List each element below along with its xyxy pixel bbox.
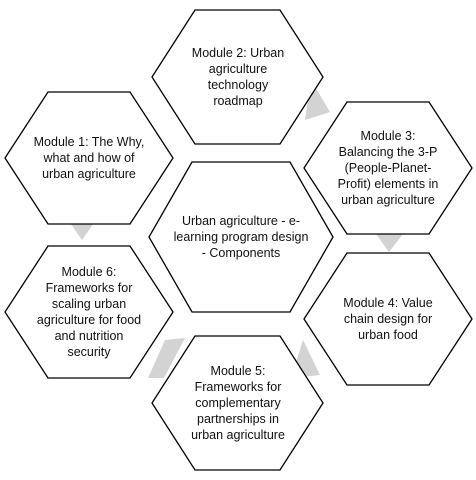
- module-5-label: Module 5: Frameworks for complementary p…: [191, 364, 285, 442]
- module-4-label: Module 4: Value chain design for urban f…: [343, 296, 433, 342]
- hexagon-module-1: [4, 91, 174, 225]
- module-1-label: Module 1: The Why, what and how of urban…: [33, 135, 145, 181]
- connector-m3-m4: [376, 234, 403, 252]
- center-label: Urban agriculture - e- learning program …: [173, 214, 309, 260]
- hexagon-center: [148, 161, 334, 313]
- connector-m6-m1: [68, 220, 96, 240]
- connector-m5-m6: [148, 338, 185, 378]
- connectors-layer: [68, 80, 403, 378]
- module-2-label: Module 2: Urban agriculture technology r…: [191, 46, 285, 108]
- module-3-label: Module 3: Balancing the 3-P (People-Plan…: [337, 129, 439, 207]
- hexagon-module-5: [151, 335, 324, 471]
- hexagon-module-4: [303, 252, 473, 386]
- hexagon-module-6: [4, 245, 174, 379]
- hexagon-module-3: [303, 101, 473, 235]
- hexagon-module-2: [151, 9, 324, 145]
- hexagons-layer: [4, 9, 473, 471]
- module-6-label: Module 6: Frameworks for scaling urban a…: [36, 265, 142, 359]
